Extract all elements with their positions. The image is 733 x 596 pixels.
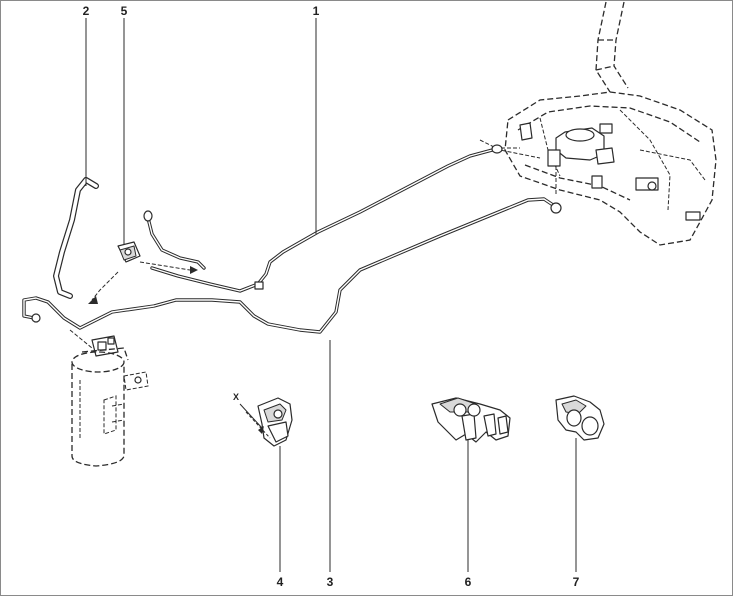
pipe-1 bbox=[150, 144, 503, 293]
callout-2: 2 bbox=[83, 4, 90, 18]
pipe-3-left-end bbox=[31, 313, 41, 323]
fuel-tank-assembly bbox=[479, 1, 717, 246]
clip-4 bbox=[239, 397, 293, 447]
leader-lines bbox=[85, 18, 577, 572]
pipe-1-connector bbox=[254, 281, 264, 290]
callout-7: 7 bbox=[573, 575, 580, 589]
callout-4: 4 bbox=[277, 575, 284, 589]
callout-5: 5 bbox=[121, 4, 128, 18]
pipe-1-end-fitting bbox=[491, 144, 503, 154]
clip-6 bbox=[431, 397, 511, 443]
callout-3: 3 bbox=[327, 575, 334, 589]
callout-1: 1 bbox=[313, 4, 320, 18]
dimension-marker-x: X bbox=[233, 392, 239, 402]
pipe-3 bbox=[22, 197, 562, 334]
callout-6: 6 bbox=[465, 575, 472, 589]
part-2-hose bbox=[53, 177, 119, 304]
clip-7 bbox=[555, 395, 605, 441]
callout-labels: 2 5 1 4 3 6 7 X bbox=[83, 4, 580, 589]
tank-pump-module bbox=[519, 122, 701, 221]
pipe-3-end-fitting bbox=[550, 202, 562, 214]
part-5-valve bbox=[117, 210, 206, 274]
charcoal-canister bbox=[69, 329, 149, 467]
